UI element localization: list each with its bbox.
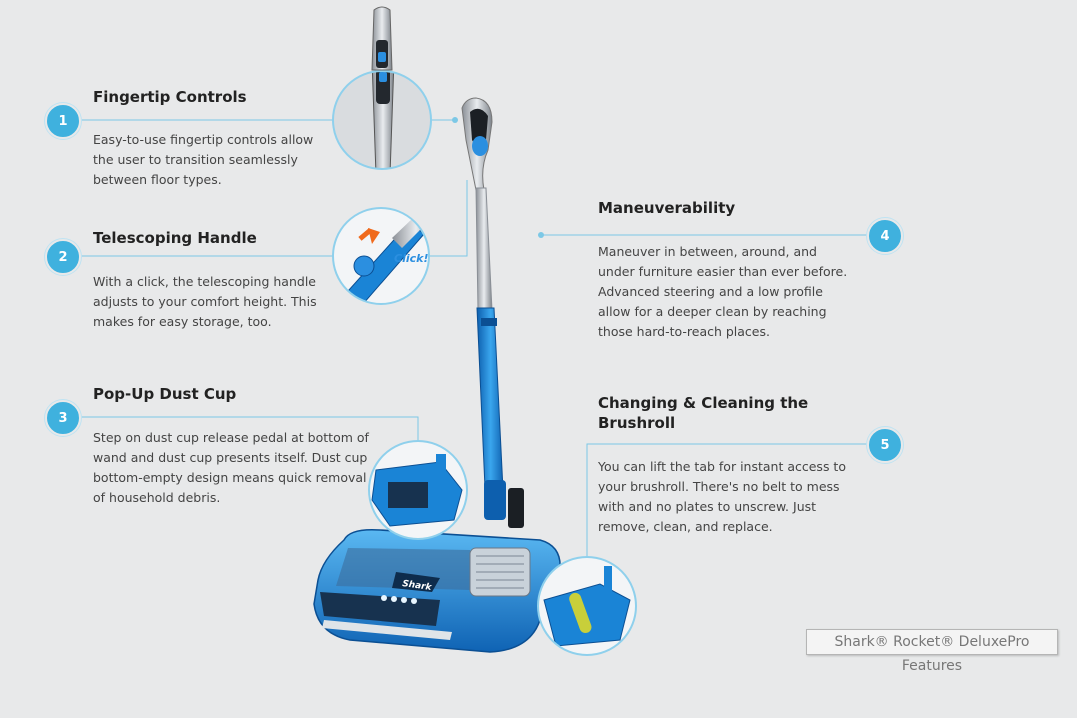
feature-4-description: Maneuver in between, around, and under f…: [598, 242, 847, 342]
inset-fingertip-controls: [332, 6, 432, 170]
feature-2-title: Telescoping Handle: [93, 229, 257, 247]
feature-1-desc-line: Easy-to-use fingertip controls allow: [93, 132, 314, 147]
feature-3-desc-line: bottom-empty design means quick removal: [93, 470, 367, 485]
feature-3-description: Step on dust cup release pedal at bottom…: [93, 428, 369, 508]
feature-5-title-line: Changing & Cleaning the: [598, 394, 809, 412]
feature-5-badge: 5: [867, 427, 903, 463]
feature-5-desc-line: remove, clean, and replace.: [598, 519, 773, 534]
feature-4-desc-line: Advanced steering and a low profile: [598, 284, 823, 299]
feature-3-badge: 3: [45, 400, 81, 436]
feature-1-description: Easy-to-use fingertip controls allow the…: [93, 130, 313, 190]
inset-brushroll: [537, 556, 637, 656]
feature-2-description: With a click, the telescoping handle adj…: [93, 272, 317, 332]
click-label: Click!: [394, 252, 428, 265]
feature-2-desc-line: adjusts to your comfort height. This: [93, 294, 317, 309]
feature-5-title: Changing & Cleaning the Brushroll: [598, 393, 808, 433]
feature-4-desc-line: those hard-to-reach places.: [598, 324, 770, 339]
feature-5-desc-line: You can lift the tab for instant access …: [598, 459, 846, 474]
feature-5-desc-line: with and no plates to unscrew. Just: [598, 499, 817, 514]
feature-1-title: Fingertip Controls: [93, 88, 247, 106]
feature-2-badge: 2: [45, 239, 81, 275]
callout-line-5: [586, 443, 884, 557]
feature-2-desc-line: makes for easy storage, too.: [93, 314, 272, 329]
feature-4-badge: 4: [867, 218, 903, 254]
callout-lines: [62, 119, 884, 557]
brand-label: Shark: [402, 579, 433, 593]
feature-1-badge: 1: [45, 103, 81, 139]
feature-4-desc-line: Maneuver in between, around, and: [598, 244, 817, 259]
feature-5-title-line: Brushroll: [598, 414, 676, 432]
feature-4-title: Maneuverability: [598, 199, 736, 217]
feature-3-title: Pop-Up Dust Cup: [93, 385, 237, 403]
feature-4-desc-line: under furniture easier than ever before.: [598, 264, 848, 279]
vacuum-illustration: Shark: [313, 97, 561, 653]
feature-3-desc-line: wand and dust cup presents itself. Dust …: [93, 450, 368, 465]
feature-4-desc-line: allow for a deeper clean by reaching: [598, 304, 827, 319]
feature-5-desc-line: your brushroll. There's no belt to mess: [598, 479, 840, 494]
feature-2-desc-line: With a click, the telescoping handle: [93, 274, 316, 289]
callout-line-3: [62, 416, 419, 441]
feature-1-desc-line: between floor types.: [93, 172, 222, 187]
caption-label: Shark® Rocket® DeluxePro Features: [806, 629, 1058, 674]
callout-line-2b: [429, 180, 468, 257]
inset-telescoping-click: Click!: [332, 207, 430, 305]
feature-5-description: You can lift the tab for instant access …: [598, 457, 846, 537]
inset-dust-cup: [368, 440, 468, 540]
feature-3-desc-line: of household debris.: [93, 490, 221, 505]
feature-1-desc-line: the user to transition seamlessly: [93, 152, 298, 167]
feature-3-desc-line: Step on dust cup release pedal at bottom…: [93, 430, 369, 445]
